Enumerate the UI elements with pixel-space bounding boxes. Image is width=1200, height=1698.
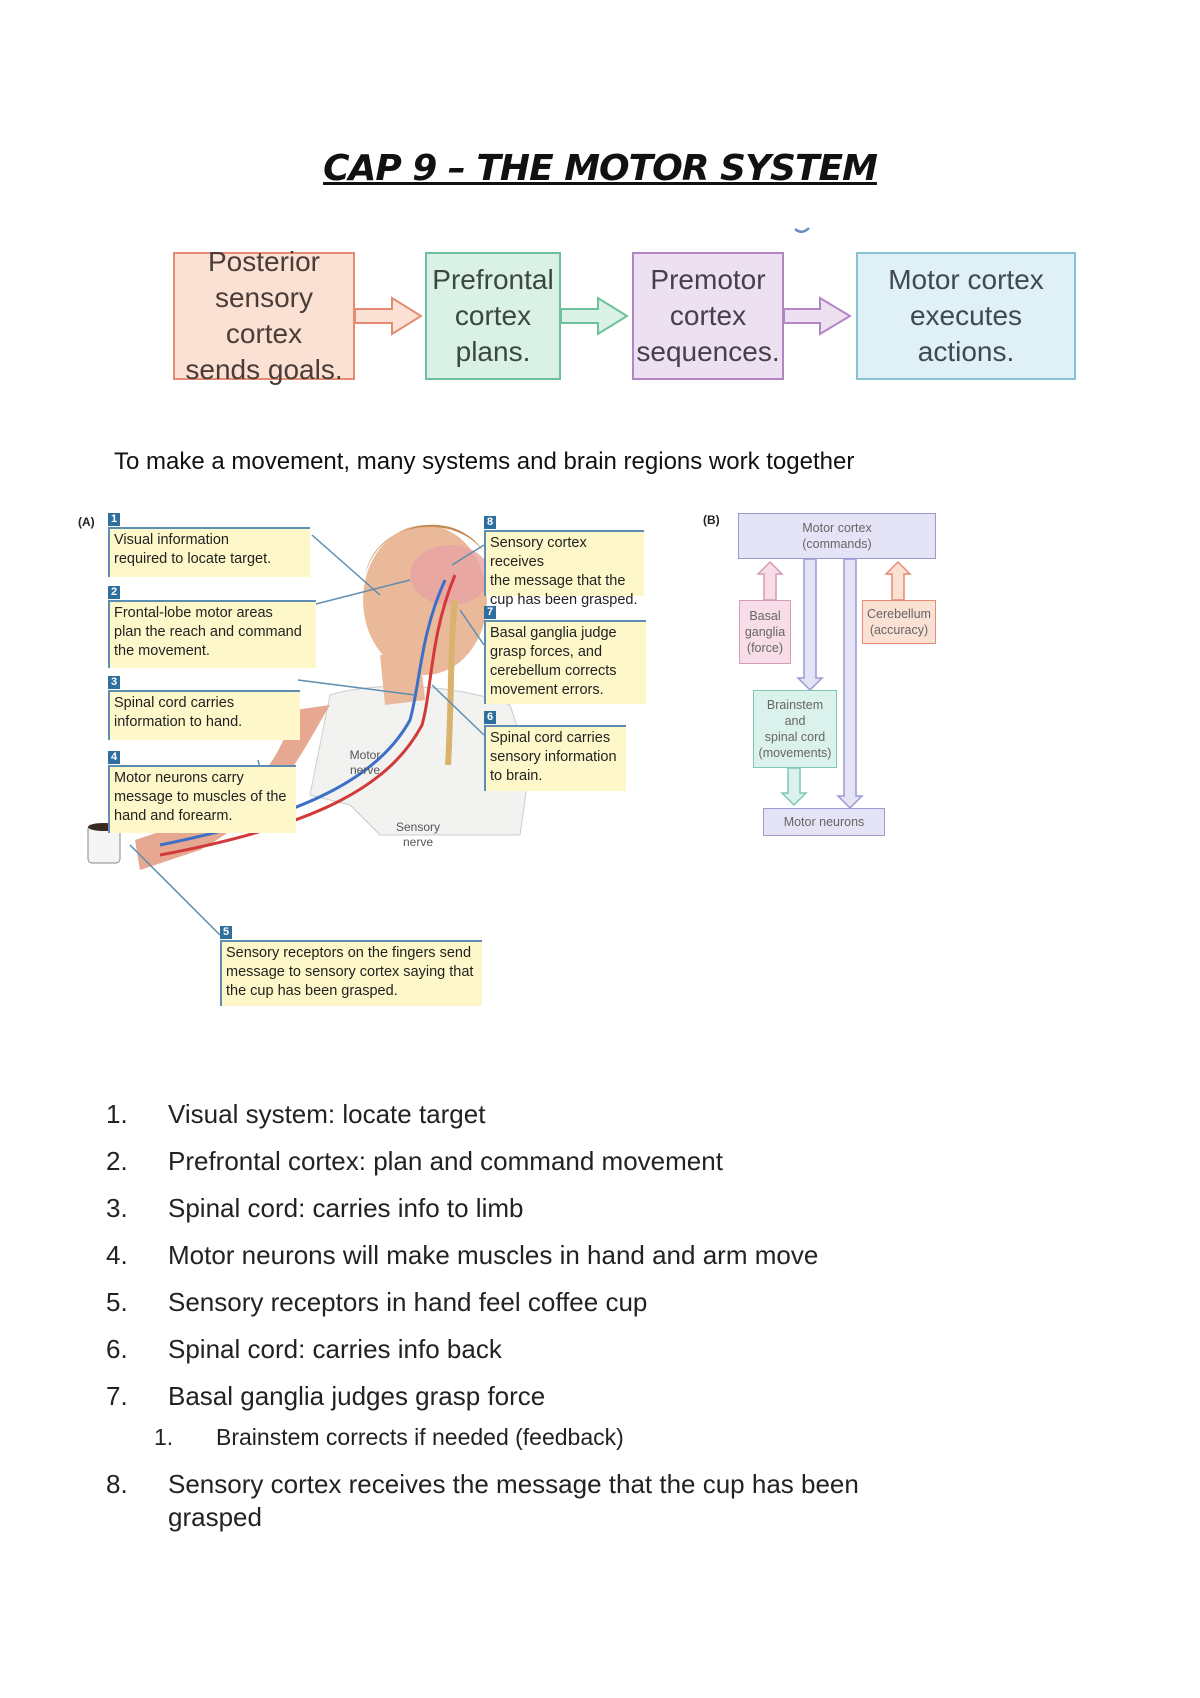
numbered-list: 1. Visual system: locate target 2. Prefront… — [106, 1098, 866, 1548]
callout-text: Sensory receptors on the fingers send me… — [226, 945, 474, 999]
flow-box-prefrontal-cortex: Prefrontal cortex plans. — [425, 252, 561, 380]
callout-number: 7 — [484, 606, 496, 619]
callout-number: 1 — [108, 513, 120, 526]
flow-arrow-3-icon — [783, 296, 852, 336]
callout-text: Visual information required to locate ta… — [114, 532, 272, 567]
subtitle: To make a movement, many systems and bra… — [114, 448, 855, 475]
leader-line-2 — [311, 579, 411, 606]
motor-neurons-box: Motor neurons — [763, 808, 885, 836]
flow-arrows — [354, 227, 852, 336]
callout-text: Frontal-lobe motor areas plan the reach … — [114, 605, 302, 659]
flow-box-motor-cortex: Motor cortex executes actions. — [856, 252, 1076, 380]
list-item: 4. Motor neurons will make muscles in han… — [106, 1239, 866, 1272]
leader-line-8 — [451, 544, 485, 566]
arrow-motor-to-brainstem-icon — [796, 558, 824, 692]
callout-number: 8 — [484, 516, 496, 529]
callout-text: Sensory cortex receives the message that… — [490, 535, 638, 608]
brain-shape — [410, 545, 490, 605]
small-mark-icon — [794, 227, 810, 233]
brainstem-spinal-cord-box: Brainstem and spinal cord (movements) — [753, 690, 837, 768]
callout-number: 2 — [108, 586, 120, 599]
flow-box-posterior-sensory-cortex: Posterior sensory cortex sends goals. — [173, 246, 355, 385]
flow-box-label: Prefrontal cortex plans. — [432, 264, 554, 367]
motor-nerve-label: Motor nerve — [349, 748, 381, 777]
callout-number: 6 — [484, 711, 496, 724]
leader-line-5 — [129, 844, 221, 936]
flow-box-label: Posterior sensory cortex sends goals. — [185, 246, 343, 385]
list-item-number: 8. — [106, 1469, 128, 1499]
flow-box-label: Motor cortex executes actions. — [888, 264, 1044, 367]
arrow-basal-ganglia-up-icon — [756, 560, 784, 601]
list-item-number: 1. — [106, 1099, 128, 1129]
callout-number: 3 — [108, 676, 120, 689]
list-subitem: 1. Brainstem corrects if needed (feedback… — [106, 1421, 866, 1454]
list-item-text: Spinal cord: carries info to limb — [168, 1193, 524, 1223]
callout-number: 4 — [108, 751, 120, 764]
list-item: 6. Spinal cord: carries info back — [106, 1333, 866, 1366]
sensory-nerve-label: Sensory nerve — [395, 820, 441, 849]
basal-ganglia-box: Basal ganglia (force) — [739, 600, 791, 664]
list-item: 2. Prefrontal cortex: plan and command mo… — [106, 1145, 866, 1178]
list-item-text: Prefrontal cortex: plan and command move… — [168, 1146, 723, 1176]
callout-text: Basal ganglia judge grasp forces, and ce… — [490, 625, 617, 698]
callout-number: 5 — [220, 926, 232, 939]
list-item: 3. Spinal cord: carries info to limb — [106, 1192, 866, 1225]
list-item-text: Visual system: locate target — [168, 1099, 486, 1129]
leader-line-1 — [311, 534, 381, 596]
list-item-text: Sensory cortex receives the message that… — [168, 1469, 859, 1532]
list-item-text: Basal ganglia judges grasp force — [168, 1381, 546, 1411]
spinal-cord-shape — [445, 599, 458, 766]
flow-arrow-2-icon — [560, 296, 629, 336]
list-item-text: Sensory receptors in hand feel coffee cu… — [168, 1287, 648, 1317]
list-item-text: Motor neurons will make muscles in hand … — [168, 1240, 819, 1270]
figure-b-arrows — [756, 558, 912, 810]
leader-line-7 — [459, 609, 485, 646]
callout-text: Spinal cord carries sensory information … — [490, 730, 617, 784]
list-item-text: Spinal cord: carries info back — [168, 1334, 502, 1364]
arrow-cerebellum-up-icon — [884, 560, 912, 601]
list-item-number: 5. — [106, 1287, 128, 1317]
list-item-number: 4. — [106, 1240, 128, 1270]
cerebellum-box: Cerebellum (accuracy) — [862, 600, 936, 644]
list-item: 5. Sensory receptors in hand feel coffee … — [106, 1286, 866, 1319]
page-title: CAP 9 – THE MOTOR SYSTEM — [323, 148, 878, 189]
list-item: 8. Sensory cortex receives the message th… — [106, 1468, 866, 1534]
arrow-motor-to-neurons-icon — [836, 558, 864, 810]
flow-arrow-1-icon — [354, 296, 423, 336]
callout-text: Spinal cord carries information to hand. — [114, 695, 243, 730]
leader-line-3 — [297, 679, 416, 696]
motor-cortex-box: Motor cortex (commands) — [738, 513, 936, 559]
list-item-number: 2. — [106, 1146, 128, 1176]
arrow-brainstem-to-neurons-icon — [780, 767, 808, 807]
callout-text: Motor neurons carry message to muscles o… — [114, 770, 287, 824]
flow-box-premotor-cortex: Premotor cortex sequences. — [632, 252, 784, 380]
list-item-number: 6. — [106, 1334, 128, 1364]
list-item-number: 7. — [106, 1381, 128, 1411]
list-item-number: 3. — [106, 1193, 128, 1223]
list-item: 1. Visual system: locate target — [106, 1098, 866, 1131]
list-item: 7. Basal ganglia judges grasp force — [106, 1380, 866, 1413]
flow-box-label: Premotor cortex sequences. — [636, 264, 780, 367]
panel-label-b: (B) — [703, 513, 720, 527]
list-item-number: 1. — [154, 1424, 174, 1450]
list-item-text: Brainstem corrects if needed (feedback) — [216, 1424, 624, 1450]
leader-line-6 — [431, 684, 485, 736]
panel-label-a: (A) — [78, 515, 95, 529]
